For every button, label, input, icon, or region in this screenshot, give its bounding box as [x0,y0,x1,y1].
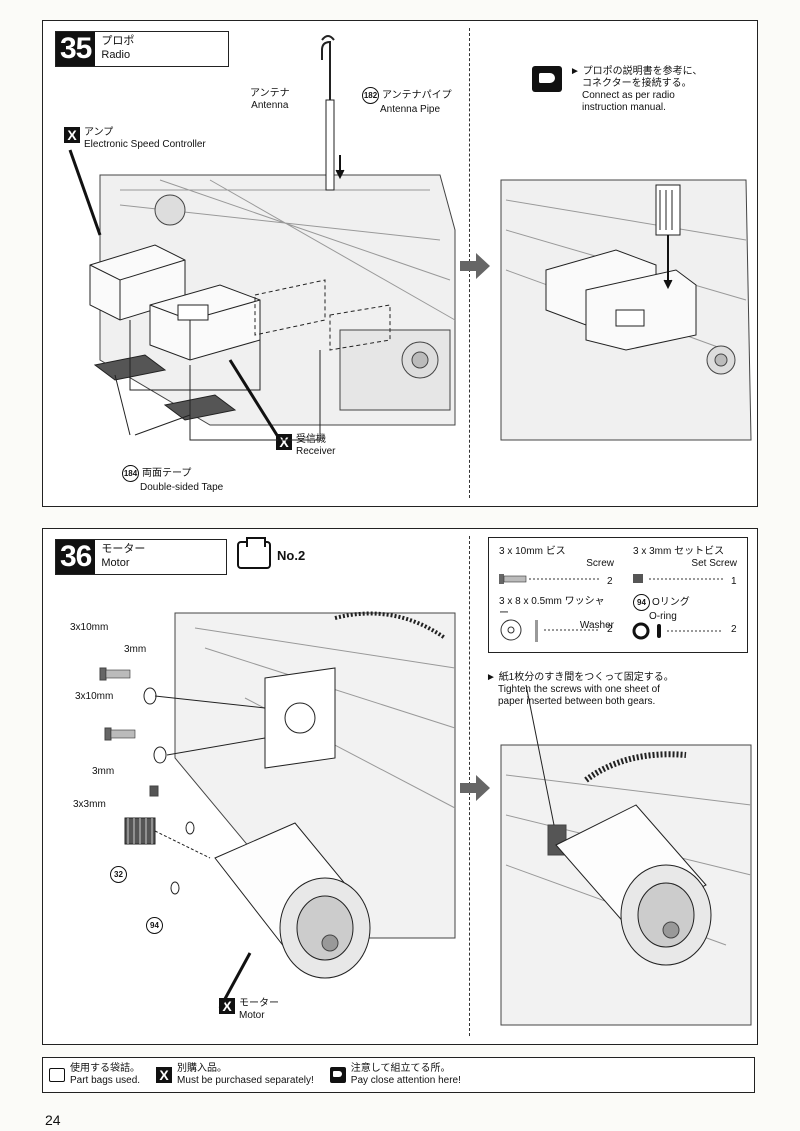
connector-illustration [500,179,752,441]
part-number-badge: 184 [122,465,139,482]
motor-mounted-illustration [500,684,752,1026]
step-title: モーター Motor [101,543,146,569]
legend-attention: 注意して組立てる所。 Pay close attention here! [329,1063,461,1087]
pointing-hand-icon [329,1067,346,1083]
o-ring-part-badge: 94 [146,917,163,934]
gear-gap-note: ► 紙1枚分のすき間をつくって固定する。 Tighten the screws … [486,672,674,707]
part-set-screw: 3 x 3mm セットビス Set Screw 1 [633,546,737,587]
washer-callout-b: 3mm [92,766,115,777]
part-screw: 3 x 10mm ビス Screw 2 [499,546,614,587]
attention-note: ► プロポの説明書を参考に、 コネクターを接続する。 Connect as pe… [532,66,702,114]
radio-install-illustration [68,35,456,441]
bag-number: No.2 [237,537,305,569]
page-number: 24 [45,1112,61,1128]
arrow-right-icon [460,775,490,801]
legend-separate: X 別購入品。 Must be purchased separately! [156,1063,314,1087]
part-number-badge: 94 [633,594,650,611]
step-number: 35 [56,32,96,66]
pinion-part-badge: 32 [110,866,127,883]
part-number-badge: 182 [362,87,379,104]
washer-callout-a: 3mm [124,644,147,655]
purchase-separately-icon: X [64,127,80,143]
pointing-hand-icon [532,66,562,92]
screw-callout-a: 3x10mm [70,622,109,633]
motor-install-illustration [99,611,456,1009]
step-36-header: 36 モーター Motor [55,539,227,575]
step-number: 36 [56,540,96,574]
legend-bags: 使用する袋詰。 Part bags used. [49,1063,140,1087]
screw-callout-b: 3x10mm [75,691,114,702]
parts-bag-icon [237,537,271,569]
set-screw-callout: 3x3mm [73,799,106,810]
parts-list: 3 x 10mm ビス Screw 2 3 x 3mm セットビス Set Sc… [488,537,748,653]
purchase-separately-icon: X [156,1067,173,1083]
tape-label: 184 両面テープ Double-sided Tape [122,465,223,494]
part-washer: 3 x 8 x 0.5mm ワッシャー Washer 2 [499,596,614,642]
legend-bar: 使用する袋詰。 Part bags used. X 別購入品。 Must be … [42,1057,755,1093]
antenna-label: アンテナ Antenna [250,88,290,111]
part-o-ring: 94 Oリング O-ring 2 [632,594,737,640]
antenna-pipe-label: 182 アンテナパイプ Antenna Pipe [362,87,452,116]
arrow-right-icon [460,253,490,279]
step-35-header: 35 プロポ Radio [55,31,229,67]
step-title: プロポ Radio [101,35,135,61]
parts-bag-icon [49,1068,65,1082]
esc-label: X アンプ Electronic Speed Controller [64,127,206,151]
